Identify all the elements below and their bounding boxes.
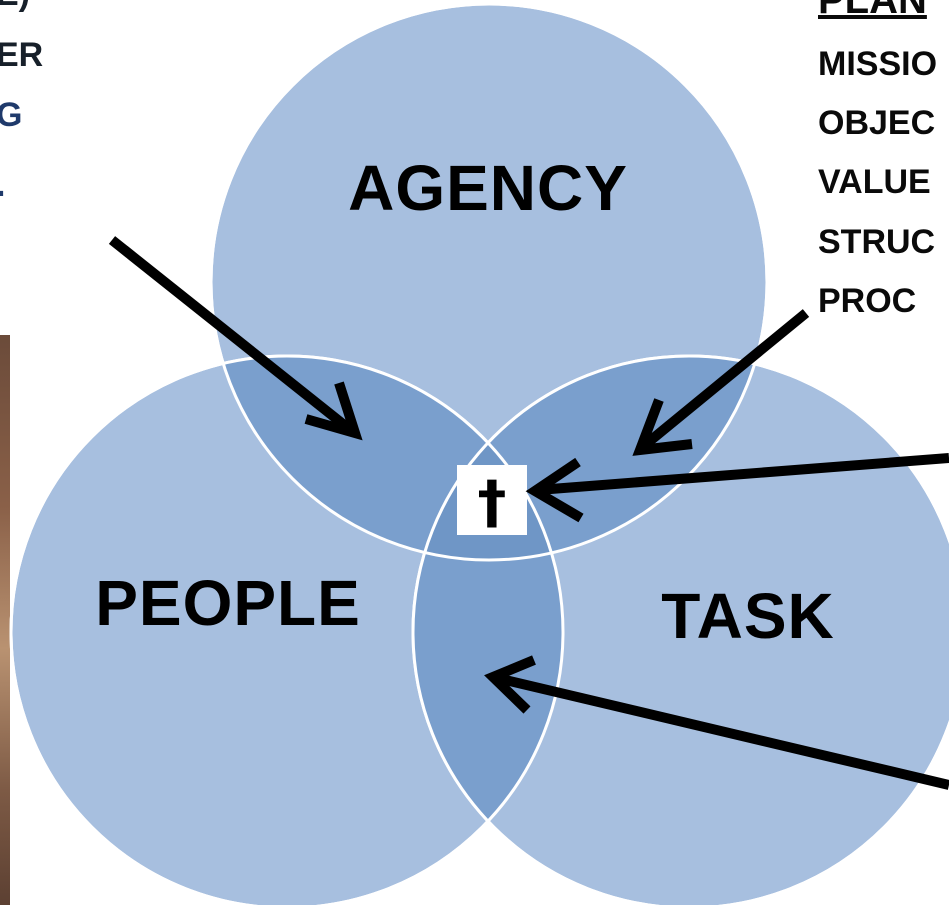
arrow-agency-task-shaft [641, 309, 810, 449]
photo-edge [0, 335, 10, 905]
left-text-line-4: . [0, 155, 5, 215]
left-text-line-3: G [0, 96, 23, 134]
arrow-center-head [525, 457, 584, 523]
arrow-people-task-head [484, 655, 536, 714]
agency-label: AGENCY [348, 152, 628, 224]
arrow-people-task-shaft [495, 673, 949, 790]
plan-item-mission: MISSIO [818, 45, 938, 83]
plan-item-structure: STRUC [818, 223, 936, 261]
plan-item-process: PROC [818, 282, 917, 320]
plan-item-objectives: OBJEC [818, 104, 936, 142]
cross-icon: † [478, 468, 507, 536]
cross-box [457, 465, 527, 535]
arrow-center-shaft [537, 453, 949, 495]
left-text-line-1: E) [0, 0, 30, 24]
plan-item-values: VALUE [818, 163, 931, 201]
arrow-agency-people-shaft [108, 236, 352, 432]
task-outline [411, 354, 949, 905]
agency-outline [209, 2, 769, 562]
agency-people-overlap [211, 356, 563, 560]
people-label: PEOPLE [95, 567, 361, 639]
plan-heading: PLAN [818, 0, 927, 22]
left-text-line-2: ER [0, 36, 44, 74]
arrow-agency-people-head [304, 381, 363, 441]
task-label: TASK [661, 580, 834, 652]
arrow-agency-task-head [632, 398, 693, 456]
people-outline [9, 354, 565, 905]
